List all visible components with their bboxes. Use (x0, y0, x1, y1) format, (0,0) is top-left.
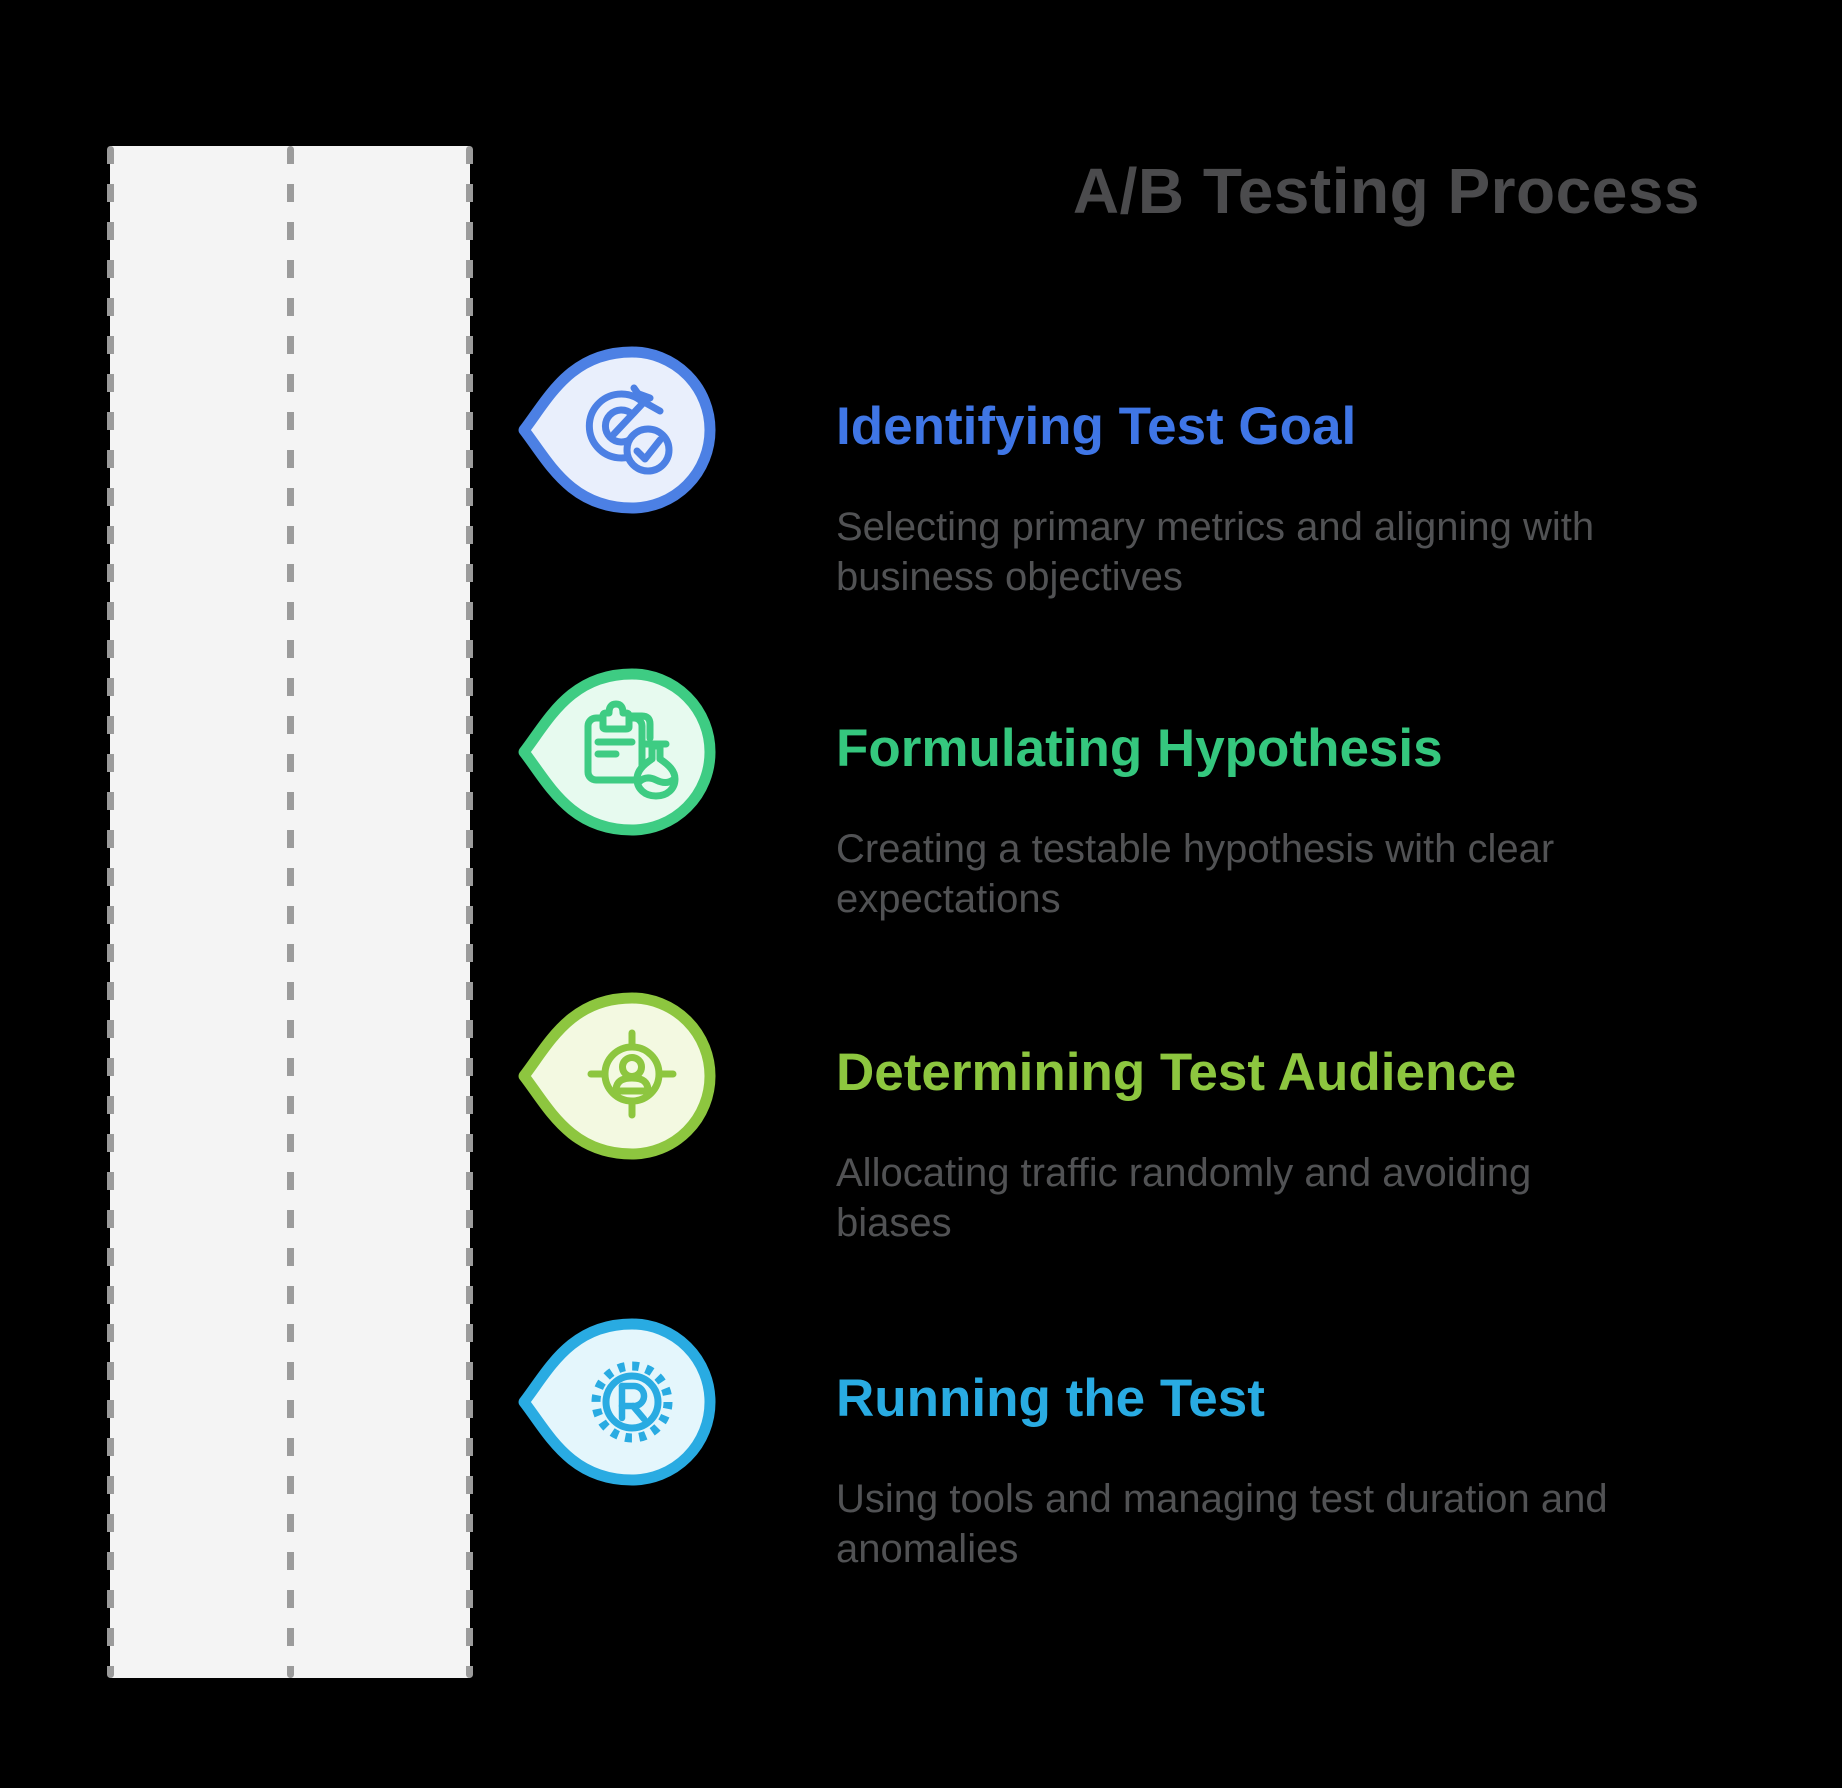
step-heading: Running the Test (836, 1369, 1265, 1428)
dashed-line-left (107, 146, 114, 1678)
person-crosshair-icon (518, 992, 716, 1160)
page-title: A/B Testing Process (1072, 155, 1700, 227)
step-heading: Determining Test Audience (836, 1043, 1517, 1102)
step-description: Allocating traffic randomly and avoiding… (836, 1151, 1532, 1245)
step-description: Selecting primary metrics and aligning w… (836, 505, 1595, 599)
step-identifying-test-goal: Identifying Test Goal Selecting primary … (0, 344, 1842, 674)
step-icon-pod (518, 666, 718, 838)
step-running-the-test: Running the Test Using tools and managin… (0, 1316, 1842, 1646)
step-icon-pod (518, 344, 718, 516)
step-determining-test-audience: Determining Test Audience Allocating tra… (0, 990, 1842, 1320)
gear-r-icon (518, 1318, 716, 1486)
step-heading: Formulating Hypothesis (836, 719, 1443, 778)
process-track-bar (107, 146, 473, 1678)
target-arrow-check-icon (518, 346, 716, 514)
step-formulating-hypothesis: Formulating Hypothesis Creating a testab… (0, 666, 1842, 996)
dashed-line-right (466, 146, 473, 1678)
step-description: Creating a testable hypothesis with clea… (836, 827, 1555, 921)
step-description: Using tools and managing test duration a… (836, 1477, 1608, 1571)
step-icon-pod (518, 990, 718, 1162)
clipboard-flask-icon (518, 668, 716, 836)
dashed-line-center (287, 146, 294, 1678)
step-heading: Identifying Test Goal (836, 397, 1357, 456)
step-icon-pod (518, 1316, 718, 1488)
